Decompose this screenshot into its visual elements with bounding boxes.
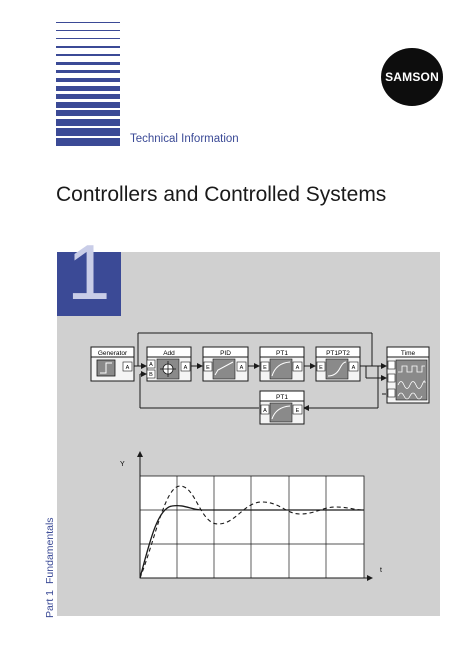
part-name: Fundamentals (44, 517, 56, 584)
svg-text:E: E (263, 365, 267, 371)
samson-logo: SAMSON (381, 48, 443, 106)
header-stripe (56, 38, 120, 40)
header-stripe (56, 110, 120, 117)
svg-text:A: A (352, 365, 356, 371)
header-stripe (56, 30, 120, 32)
svg-text:A: A (184, 365, 188, 371)
header-stripe (56, 54, 120, 57)
graph-ylabel: Y (120, 461, 125, 468)
part-label: Part 1 Fundamentals (44, 511, 56, 618)
svg-text:A: A (296, 365, 300, 371)
header-stripe (56, 62, 120, 65)
block-time: Time (386, 346, 430, 404)
header-stripe (56, 78, 120, 82)
response-curve-solid (139, 504, 364, 579)
block-pid: PID E A (202, 346, 249, 382)
svg-text:PID: PID (220, 350, 231, 357)
chapter-block (57, 252, 121, 316)
document-type-label: Technical Information (130, 133, 239, 145)
svg-text:PT1PT2: PT1PT2 (326, 350, 350, 357)
header-stripe (56, 119, 120, 126)
header-stripe (56, 46, 120, 48)
header-stripe (56, 102, 120, 108)
svg-text:PT1: PT1 (276, 350, 288, 357)
header-stripe (56, 22, 120, 23)
svg-text:E: E (206, 365, 210, 371)
svg-text:E: E (296, 408, 300, 414)
page-title: Controllers and Controlled Systems (56, 183, 387, 206)
svg-text:PT1: PT1 (276, 394, 288, 401)
svg-text:A: A (149, 362, 153, 368)
graph-xlabel: t (380, 567, 382, 574)
header-stripe (56, 86, 120, 91)
header-stripe (56, 94, 120, 100)
block-pt1pt2: PT1PT2 E A (315, 346, 361, 382)
part-number: Part 1 (44, 589, 56, 618)
header-stripe (56, 70, 120, 74)
logo-text: SAMSON (385, 70, 439, 84)
block-add: Add A B A (146, 346, 192, 382)
response-graph: Y t (120, 451, 382, 581)
svg-text:A: A (240, 365, 244, 371)
block-pt1-feedback: PT1 A E (259, 390, 305, 425)
header-stripe (56, 138, 120, 147)
svg-text:A: A (126, 365, 130, 371)
header-stripe (56, 128, 120, 136)
svg-text:E: E (319, 365, 323, 371)
signal-lines (134, 332, 387, 411)
svg-text:B: B (149, 372, 153, 378)
svg-text:A: A (263, 408, 267, 414)
block-generator: Generator A (90, 346, 135, 382)
header-stripes-graphic (56, 14, 120, 147)
block-pt1: PT1 E A (259, 346, 305, 382)
svg-text:Add: Add (163, 350, 175, 357)
chapter-number: 1 (67, 228, 111, 316)
svg-text:Time: Time (401, 350, 416, 357)
block-label: Generator (98, 350, 128, 357)
